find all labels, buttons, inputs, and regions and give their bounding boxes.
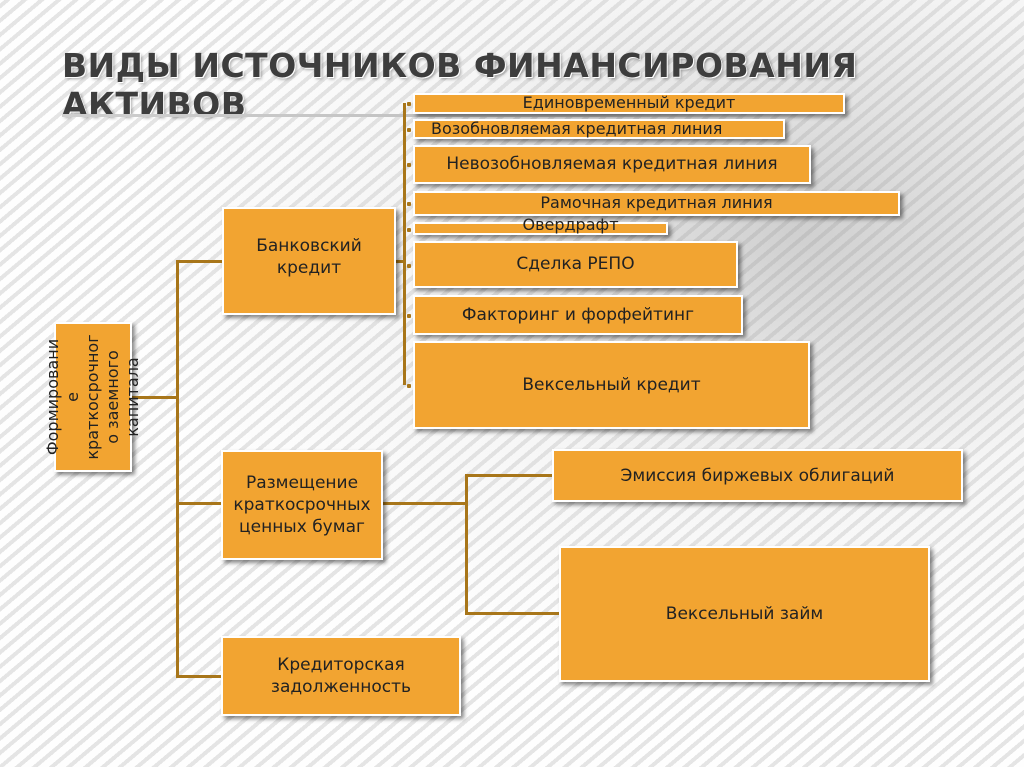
- node-framework-credit-line: Рамочная кредитная линия: [413, 191, 900, 216]
- connector-to-bond-emission: [465, 474, 553, 477]
- node-accounts-payable: Кредиторская задолженность: [221, 636, 461, 716]
- node-overdraft: Овердрафт: [413, 215, 668, 235]
- tick-bank-item-6: [407, 264, 411, 268]
- connector-bank-out: [395, 260, 405, 263]
- tick-bank-item-8: [407, 384, 411, 388]
- node-bank-credit: Банковский кредит: [222, 207, 396, 315]
- node-revolving-credit-line: Возобновляемая кредитная линия: [413, 119, 785, 139]
- tick-bank-item-7: [407, 314, 411, 318]
- page-title: ВИДЫ ИСТОЧНИКОВ ФИНАНСИРОВАНИЯ АКТИВОВ: [62, 46, 858, 124]
- connector-root-out: [132, 396, 178, 399]
- node-factoring-forfaiting: Факторинг и форфейтинг: [413, 295, 743, 335]
- title-underline: [62, 114, 822, 117]
- tick-bank-item-3: [407, 163, 411, 167]
- node-exchange-bond-emission: Эмиссия биржевых облигаций: [552, 449, 963, 502]
- connector-to-bank-credit: [176, 260, 223, 263]
- node-non-revolving-credit-line: Невозобновляемая кредитная линия: [413, 145, 811, 184]
- connector-level1-trunk: [176, 260, 179, 678]
- root-node-short-term-debt-capital: Формировани е краткосрочног о заемного к…: [43, 322, 142, 472]
- root-node-label: Формировани е краткосрочног о заемного к…: [43, 334, 142, 460]
- connector-to-bill-loan: [465, 612, 560, 615]
- tick-bank-item-4: [407, 202, 411, 206]
- connector-securities-out: [380, 502, 468, 505]
- connector-to-securities: [176, 502, 223, 505]
- node-one-time-credit: Единовременный кредит: [413, 93, 845, 114]
- node-repo-deal: Сделка РЕПО: [413, 241, 738, 288]
- node-short-term-securities: Размещение краткосрочных ценных бумаг: [221, 450, 383, 560]
- tick-bank-item-5: [407, 228, 411, 232]
- connector-to-payables: [176, 675, 223, 678]
- node-bill-loan: Вексельный займ: [559, 546, 930, 682]
- connector-securities-trunk: [465, 474, 468, 614]
- tick-bank-item-2: [407, 128, 411, 132]
- node-bill-credit: Вексельный кредит: [413, 341, 810, 429]
- tick-bank-item-1: [407, 102, 411, 106]
- connector-bank-trunk: [403, 103, 406, 385]
